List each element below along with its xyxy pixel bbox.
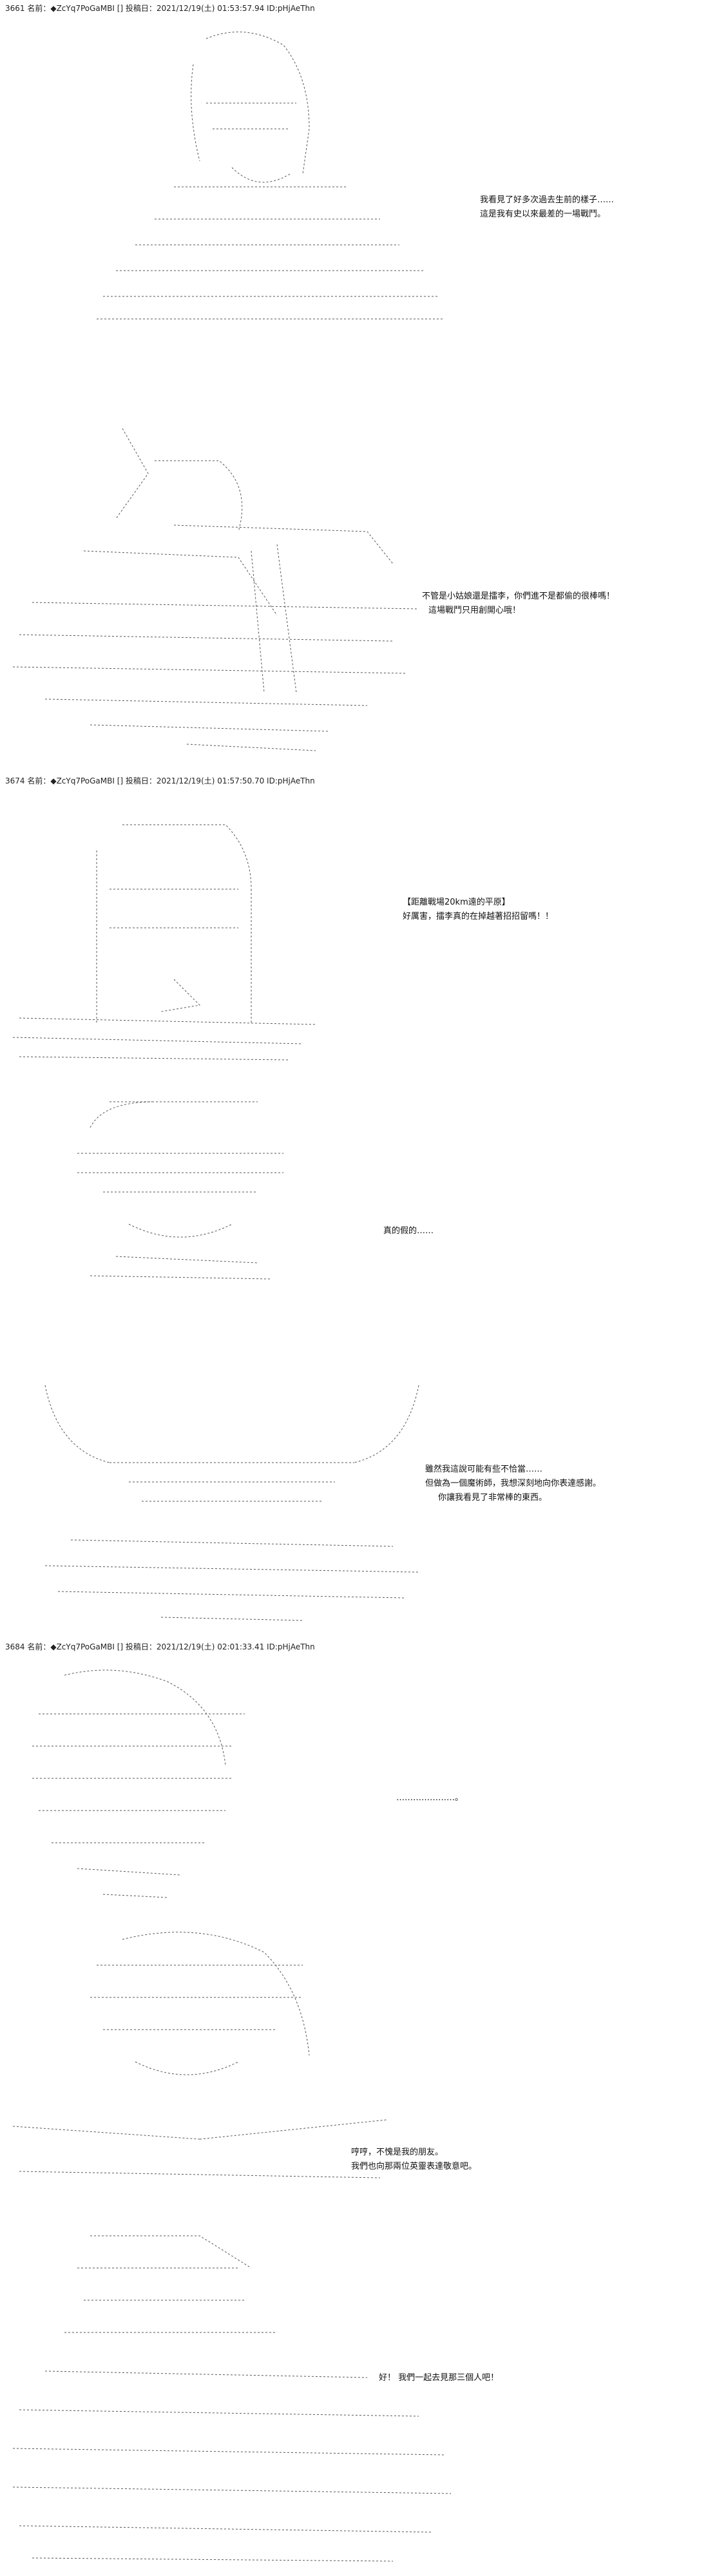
ascii-art-figure [6, 812, 329, 1070]
dialog-line: …………………。 [396, 1793, 464, 1803]
ascii-art-battle [6, 422, 419, 764]
dialog-panel-2: 不管是小姑娘還是擂李，你們進不是都偷的很棒嗎！ 這場戰鬥只用創開心哦！ [422, 590, 615, 618]
dialog-line: 雖然我這說可能有些不恰當…… [425, 1465, 543, 1474]
post-header: 3661 名前：◆ZcYq7PoGaMBI [] 投稿日：2021/12/19(… [5, 4, 315, 13]
ascii-art-strokes [77, 1101, 283, 1280]
dialog-line: 好厲害，擂李真的在掉越著招招留嗎！！ [403, 912, 554, 921]
dialog-line: 你讓我看見了非常棒的東西。 [438, 1493, 548, 1503]
ascii-art-strokes [44, 1385, 419, 1621]
ascii-art-strokes [32, 1669, 245, 1898]
ascii-art-figure [77, 26, 451, 329]
post-header: 3684 名前：◆ZcYq7PoGaMBI [] 投稿日：2021/12/19(… [5, 1642, 315, 1651]
dialog-panel-6: …………………。 [396, 1791, 463, 1805]
ascii-art-strokes [12, 428, 419, 751]
ascii-art-hooded-figure [6, 1927, 393, 2197]
ascii-art-strokes [97, 32, 445, 320]
dialog-line: 【距離戰場20km遠的平原】 [403, 898, 510, 907]
dialog-line: 但做為一個魔術師，我想深刻地向你表達感謝。 [425, 1479, 602, 1488]
dialog-line: 真的假的…… [383, 1226, 434, 1236]
dialog-panel-3: 【距離戰場20km遠的平原】 好厲害，擂李真的在掉越著招招留嗎！！ [403, 896, 553, 924]
ascii-art-portrait [64, 1089, 296, 1282]
ascii-art-figure [13, 1662, 264, 1907]
ascii-art-officer [32, 1372, 432, 1630]
dialog-panel-4: 真的假的…… [383, 1224, 434, 1238]
dialog-line: 我們也向那兩位英靈表達敬意吧。 [351, 2162, 477, 2171]
dialog-line: 這是我有史以來最差的一場戰鬥。 [480, 209, 606, 219]
ascii-art-group [6, 2223, 457, 2571]
dialog-line: 這場戰鬥只用創開心哦！ [428, 606, 521, 615]
ascii-art-strokes [12, 1932, 387, 2178]
ascii-art-strokes [12, 824, 316, 1061]
dialog-panel-7: 哼哼，不愧是我的朋友。 我們也向那兩位英靈表達敬意吧。 [351, 2146, 477, 2174]
dialog-line: 好！ 我們一起去見那三個人吧！ [379, 2373, 499, 2383]
dialog-panel-8: 好！ 我們一起去見那三個人吧！ [379, 2371, 499, 2385]
post-header: 3674 名前：◆ZcYq7PoGaMBI [] 投稿日：2021/12/19(… [5, 776, 315, 785]
dialog-panel-5: 雖然我這說可能有些不恰當…… 但做為一個魔術師，我想深刻地向你表達感謝。 你讓我… [425, 1463, 601, 1505]
dialog-line: 我看見了好多次過去生前的樣子…… [480, 195, 615, 205]
dialog-panel-1: 我看見了好多次過去生前的樣子…… 這是我有史以來最差的一場戰鬥。 [480, 193, 614, 222]
dialog-line: 哼哼，不愧是我的朋友。 [351, 2148, 444, 2157]
ascii-art-strokes [12, 2235, 452, 2562]
dialog-line: 不管是小姑娘還是擂李，你們進不是都偷的很棒嗎！ [422, 591, 615, 601]
